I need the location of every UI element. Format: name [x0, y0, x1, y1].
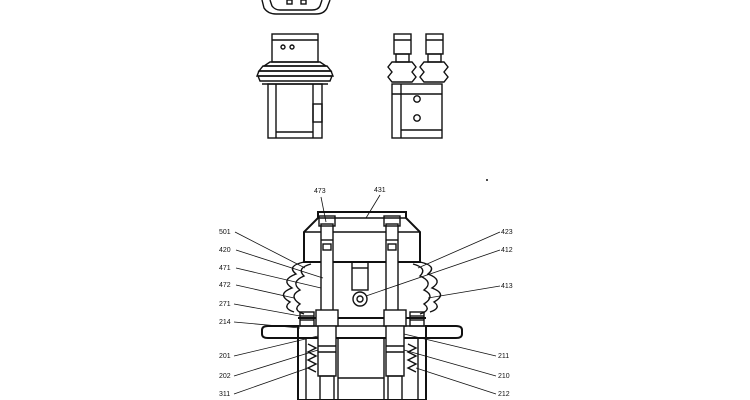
- side-view: [387, 33, 449, 139]
- section-view: [261, 211, 463, 400]
- callout-271: 271: [219, 301, 231, 308]
- callout-473: 473: [314, 188, 326, 195]
- callout-471: 471: [219, 265, 231, 272]
- callout-413: 413: [501, 283, 513, 290]
- callout-202: 202: [219, 373, 231, 380]
- callout-labels: 473 431 501 420 471 472 271 214 201 202 …: [219, 187, 513, 398]
- callout-210: 210: [498, 373, 510, 380]
- top-plan-view: [261, 0, 331, 15]
- callout-420: 420: [219, 247, 231, 254]
- callout-214: 214: [219, 319, 231, 326]
- marker-dot: [486, 179, 488, 181]
- front-view: [255, 33, 335, 139]
- leader-lines: [233, 194, 501, 395]
- callout-472: 472: [219, 282, 231, 289]
- callout-212: 212: [498, 391, 510, 398]
- callout-311: 311: [219, 391, 230, 398]
- callout-431: 431: [374, 187, 386, 194]
- callout-423: 423: [501, 229, 513, 236]
- callout-412: 412: [501, 247, 513, 254]
- callout-501: 501: [219, 229, 231, 236]
- callout-201: 201: [219, 353, 231, 360]
- callout-211: 211: [498, 353, 509, 360]
